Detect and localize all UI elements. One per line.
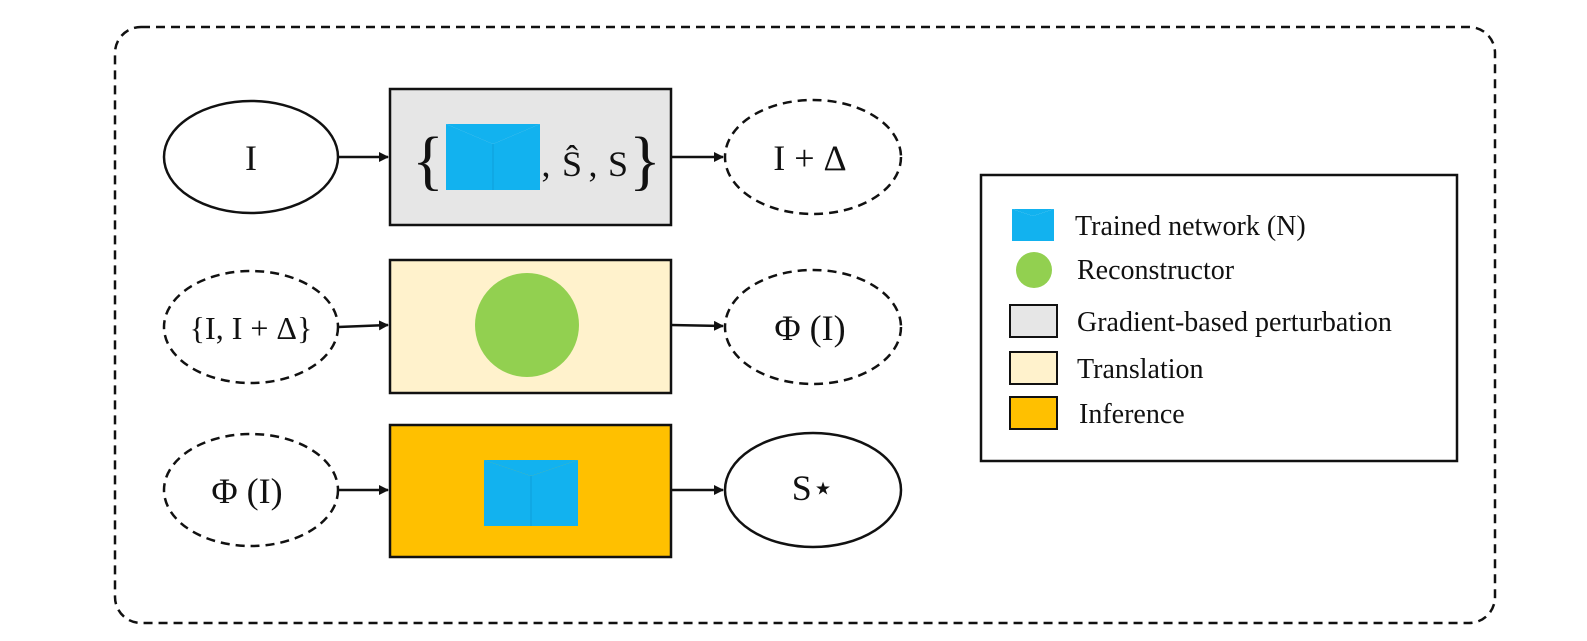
output-node-translated-image <box>723 268 903 386</box>
sep-comma-1: , <box>542 144 551 184</box>
brace-open: { <box>412 124 444 197</box>
legend-trained-network-icon <box>1012 209 1054 241</box>
brace-close: } <box>629 124 661 197</box>
legend-label-trained-network: Trained network (N) <box>1075 211 1306 242</box>
s-symbol: S <box>608 144 628 184</box>
input-node-translated-image-label: Φ (I) <box>211 471 282 511</box>
legend-label-inference: Inference <box>1079 399 1185 430</box>
output-node-perturbed-image-label: I + Δ <box>773 138 846 178</box>
reconstructor-icon <box>475 273 579 377</box>
row-perturbation: I { , Ŝ , S } I + Δ <box>162 87 903 227</box>
output-node-translated-image-label: Φ (I) <box>774 308 845 348</box>
outer-frame <box>113 25 1497 625</box>
legend: Trained network (N) Reconstructor Gradie… <box>979 173 1459 463</box>
legend-label-reconstructor: Reconstructor <box>1077 255 1235 286</box>
arrow-row2-in <box>337 320 389 331</box>
legend-frame <box>979 173 1459 463</box>
legend-label-translation: Translation <box>1077 354 1204 385</box>
output-node-segmentation-label: S⋆ <box>792 468 835 508</box>
sep-comma-2: , <box>589 144 598 184</box>
row-inference: Φ (I) S⋆ <box>162 423 903 559</box>
legend-swatch-gradient <box>1009 304 1058 338</box>
row-translation: {I, I + Δ} Φ (I) <box>162 258 903 395</box>
input-node-image-label: I <box>245 138 257 178</box>
output-node-segmentation <box>723 431 903 549</box>
trained-network-icon <box>484 460 578 526</box>
output-node-perturbed-image <box>723 98 903 216</box>
legend-label-gradient: Gradient-based perturbation <box>1077 307 1392 338</box>
s-hat-symbol: Ŝ <box>562 144 582 184</box>
legend-swatch-inference <box>1009 396 1058 430</box>
trained-network-icon <box>446 124 540 190</box>
legend-reconstructor-icon <box>1016 252 1052 288</box>
legend-swatch-translation <box>1009 351 1058 385</box>
input-node-image-pair-label: {I, I + Δ} <box>190 310 313 346</box>
arrow-row2-out <box>670 320 724 331</box>
